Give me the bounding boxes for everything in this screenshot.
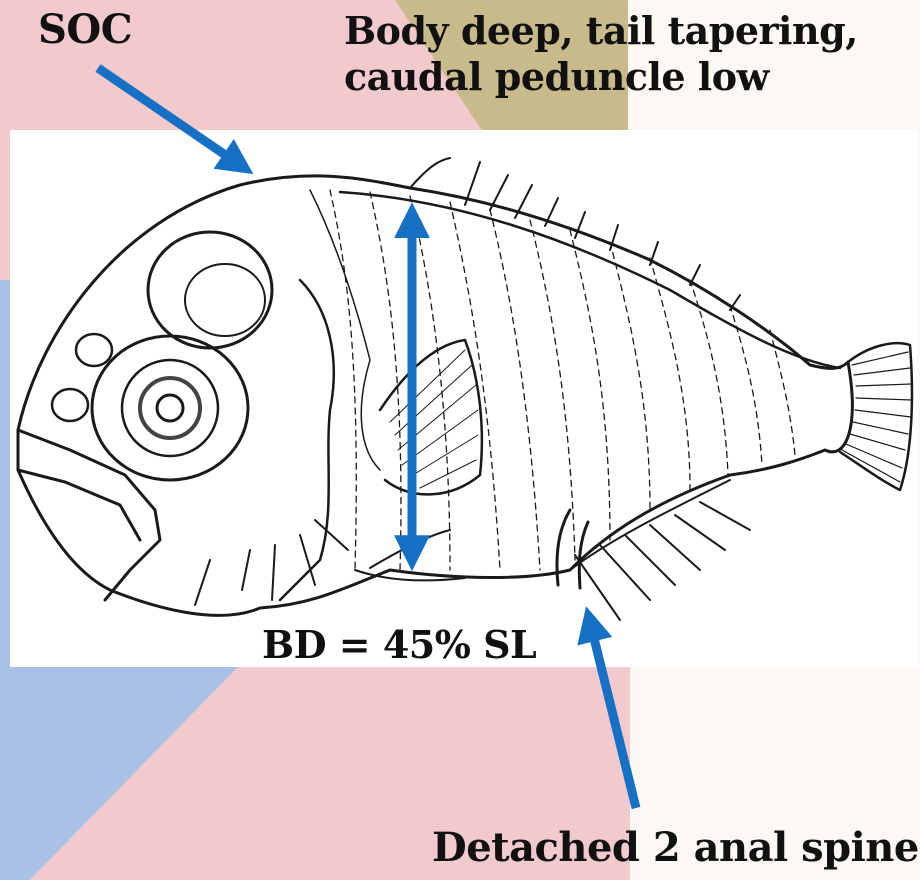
body-shape-label: Body deep, tail tapering, caudal peduncl… bbox=[344, 8, 858, 100]
soc-label: SOC bbox=[38, 6, 132, 53]
body-depth-label: BD = 45% SL bbox=[262, 622, 536, 667]
body-shape-label-line2: caudal peduncle low bbox=[344, 54, 858, 100]
anal-spines-arrow bbox=[590, 622, 636, 808]
body-shape-label-line1: Body deep, tail tapering, bbox=[344, 8, 858, 54]
anal-spines-label: Detached 2 anal spines bbox=[432, 824, 920, 871]
soc-arrow bbox=[98, 68, 240, 165]
